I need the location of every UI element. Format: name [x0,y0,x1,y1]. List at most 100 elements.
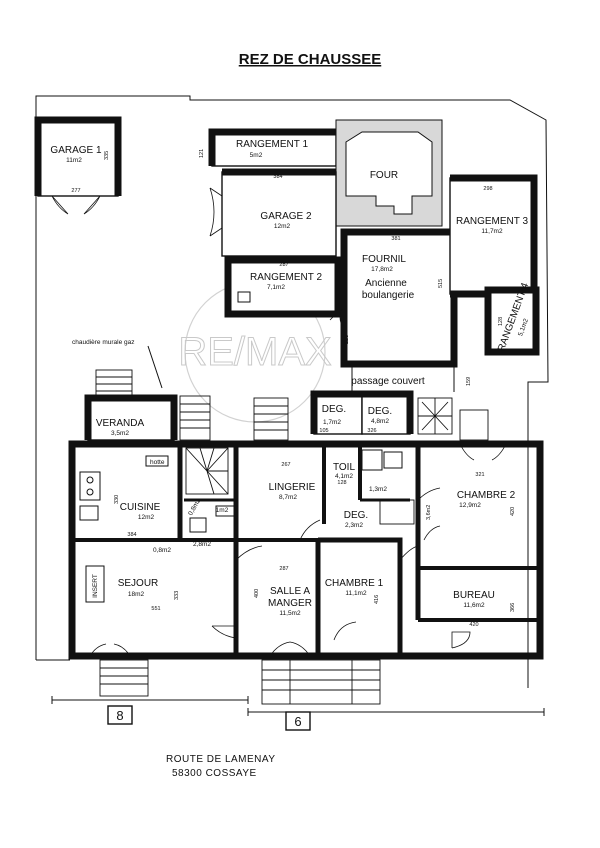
chaudiere-label: chaudière murale gaz [72,339,135,346]
address-line-1: ROUTE DE LAMENAY [166,754,276,765]
sejour-area: 18m2 [128,591,145,598]
fournil-note-2: boulangerie [362,290,415,301]
scale-marker-right-box [285,711,311,731]
chambre-2-area: 12,9m2 [459,502,481,509]
small-area-2: 0,8m2 [153,547,171,554]
kitchen-fixtures: hotte [79,455,235,533]
garage-2-name: GARAGE 2 [260,211,312,222]
scale-lines: 8 6 [51,696,545,731]
fournil-area: 17,8m2 [371,266,393,273]
four-name: FOUR [370,170,398,181]
deg-2-area: 4,8m2 [371,418,389,425]
fournil-name: FOURNIL [362,254,406,265]
deg-2-name: DEG. [368,406,392,417]
dim-label: 420 [469,622,478,628]
cuisine-name: CUISINE [120,502,161,513]
scale-marker-left-box [107,705,133,725]
garage-1-area: 11m2 [66,157,82,164]
address-line-2: 58300 COSSAYE [172,768,257,779]
veranda-name: VERANDA [96,418,145,429]
rear-stairs [95,369,289,441]
dim-label: 267 [281,462,290,468]
plan-title: REZ DE CHAUSSEE [239,51,382,68]
dim-label: 420 [510,507,516,516]
interior-walls [72,444,540,656]
rangement-1-area: 5m2 [250,152,263,159]
rangement-3-name: RANGEMENT 3 [456,216,528,227]
small-area-5: 1,3m2 [369,486,387,493]
dim-label: 416 [374,595,380,604]
dim-label: 298 [483,186,492,192]
dim-label: 551 [151,606,160,612]
dim-label: 333 [174,591,180,600]
deg-1-area: 1,7m2 [323,419,341,426]
hotte-label: hotte [150,459,165,466]
dim-label: 128 [337,480,346,486]
dim-label: 335 [104,151,110,160]
dimensions: 335 277 384 121 381 298 287 515 128 159 … [71,149,516,628]
insert-fireplace [85,565,105,603]
dim-label: 128 [498,317,504,326]
deg-3-area: 2,3m2 [345,522,363,529]
inner-steps [379,499,415,525]
interior-stair [185,447,229,495]
dim-label: 321 [475,472,484,478]
insert-label: INSERT [92,574,99,598]
front-stairs [89,641,381,705]
lingerie-name: LINGERIE [269,482,316,493]
dim-label: 366 [510,603,516,612]
watermark: RE/MAX [178,281,332,423]
rangement-3-area: 11,7m2 [481,228,503,235]
property-boundary [35,95,549,688]
veranda-area: 3,5m2 [111,430,129,437]
dim-label: 330 [114,495,120,504]
scale-marker-right: 6 [294,714,301,729]
chambre-1-name: CHAMBRE 1 [325,578,384,589]
dim-label: 159 [466,377,472,386]
small-area-1: 1m2 [216,507,229,514]
sejour-name: SEJOUR [118,578,159,589]
salle-name-2: MANGER [268,598,312,609]
salle-name-1: SALLE A [270,586,310,597]
rangement-1-name: RANGEMENT 1 [236,139,308,150]
dim-label: 515 [438,279,444,288]
dim-label: 287 [279,262,288,268]
rangement-2-name: RANGEMENT 2 [250,272,322,283]
dim-label: 3,6m2 [426,505,432,520]
veranda: VERANDA 3,5m2 [84,394,178,441]
dim-label: 225 [344,335,350,344]
dim-label: 287 [279,566,288,572]
small-area-3: 2,8m2 [193,541,211,548]
garage-1-name: GARAGE 1 [50,145,102,156]
garage-2-area: 12m2 [274,223,291,230]
main-house-walls [68,440,544,660]
outbuilding: RANGEMENT 1 5m2 FOUR GARAGE 2 12m2 RANGE… [208,119,540,368]
fournil-note-1: Ancienne [365,278,407,289]
dim-label: 105 [319,428,328,434]
dim-label: 277 [71,188,80,194]
deg-3-name: DEG. [344,510,368,521]
cuisine-area: 12m2 [138,514,155,521]
chambre-1-area: 11,1m2 [345,590,367,597]
doors [211,443,507,649]
dim-label: 121 [199,149,205,158]
bureau-area: 11,6m2 [463,602,485,609]
dim-label: 384 [127,532,136,538]
deg-1-name: DEG. [322,404,346,415]
dim-label: 384 [273,174,282,180]
passage-couvert: passage couvert [351,376,425,387]
shower-tray [383,451,403,469]
dim-label: 381 [391,236,400,242]
dim-label: 400 [254,589,260,598]
salle-area: 11,5m2 [279,610,301,617]
chambre-2-name: CHAMBRE 2 [457,490,516,501]
toil-name: TOIL [333,462,355,473]
rangement-2-area: 7,1m2 [267,284,285,291]
lingerie-area: 8,7m2 [279,494,297,501]
garage-1: GARAGE 1 11m2 [34,116,122,215]
dim-label: 326 [367,428,376,434]
watermark-text: RE/MAX [178,330,331,374]
chaudiere-leader [147,345,163,389]
shower [361,449,383,471]
